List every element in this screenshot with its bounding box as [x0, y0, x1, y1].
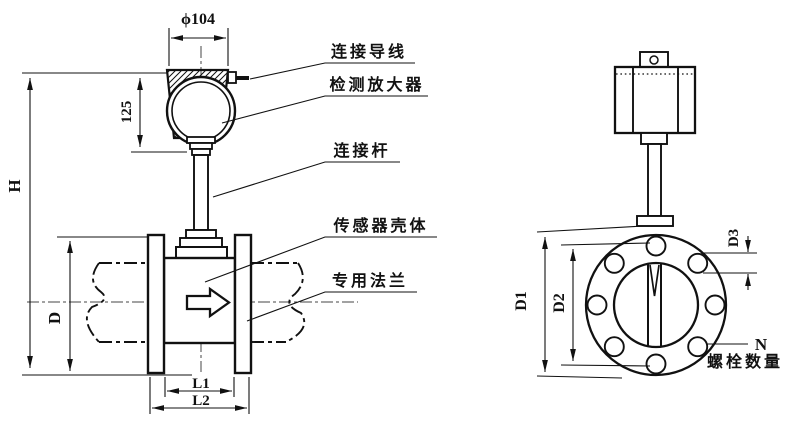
dim-bolt-circle-diameter: D2 — [551, 242, 651, 367]
connecting-rod — [193, 154, 209, 231]
callouts: 连接导线 检测放大器 连接杆 传感器壳体 专用法兰 — [204, 42, 437, 322]
bore-circle — [612, 261, 700, 349]
dim-label-d2: D2 — [551, 293, 568, 313]
right-flange — [233, 233, 253, 375]
callout-connecting-wire: 连接导线 — [331, 42, 407, 61]
neck — [640, 132, 668, 145]
callout-detection-amplifier: 检测放大器 — [329, 75, 424, 94]
flange-front — [584, 233, 728, 377]
amplifier-body — [613, 65, 697, 135]
dim-label-d3: D3 — [726, 229, 742, 247]
flow-direction-arrow-icon — [185, 286, 231, 319]
connecting-rod-assembly — [175, 136, 228, 259]
dim-bolt-hole-diameter: D3 — [701, 229, 757, 290]
shedder-bar-notch — [649, 264, 660, 297]
lug-hole — [649, 55, 659, 65]
dim-nominal-diameter: D — [45, 236, 148, 371]
left-side-view: ϕ104 125 H D L1 — [5, 11, 437, 414]
bolt-holes — [586, 235, 726, 375]
right-front-view: D1 D2 D3 N 螺栓数量 — [513, 51, 783, 379]
bolt-count-callout: N 螺栓数量 — [706, 335, 783, 371]
callout-special-flange: 专用法兰 — [332, 271, 408, 290]
dim-total-height: H — [5, 78, 192, 376]
left-flange — [146, 233, 166, 375]
cable-gland — [227, 71, 237, 84]
dim-flange-outer-diameter: D1 — [513, 225, 645, 379]
amplifier-box-front — [613, 51, 697, 227]
dim-head-diameter: ϕ104 — [168, 11, 229, 66]
dim-label-body-length: L1 — [192, 376, 210, 392]
dim-label-nominal-diameter: D — [45, 312, 64, 324]
mount-collar — [636, 215, 674, 227]
pipeline-phantom — [85, 262, 306, 343]
dim-amplifier-height: 125 — [22, 72, 187, 153]
amplifier-head — [165, 68, 249, 147]
dim-label-total-height: H — [5, 179, 24, 192]
dim-label-head-diameter: ϕ104 — [181, 11, 215, 28]
dim-label-overall-length: L2 — [192, 393, 210, 409]
dim-lengths: L1 L2 — [149, 376, 250, 414]
callout-sensor-housing: 传感器壳体 — [332, 216, 428, 235]
dim-label-n: N — [755, 335, 768, 354]
dim-label-d1: D1 — [513, 291, 530, 311]
dim-label-amplifier-height: 125 — [119, 101, 135, 124]
bolt-count-text: 螺栓数量 — [707, 352, 783, 371]
stem-rod — [647, 143, 662, 217]
amplifier-ring-outer — [165, 75, 237, 147]
callout-connecting-rod: 连接杆 — [333, 141, 390, 160]
